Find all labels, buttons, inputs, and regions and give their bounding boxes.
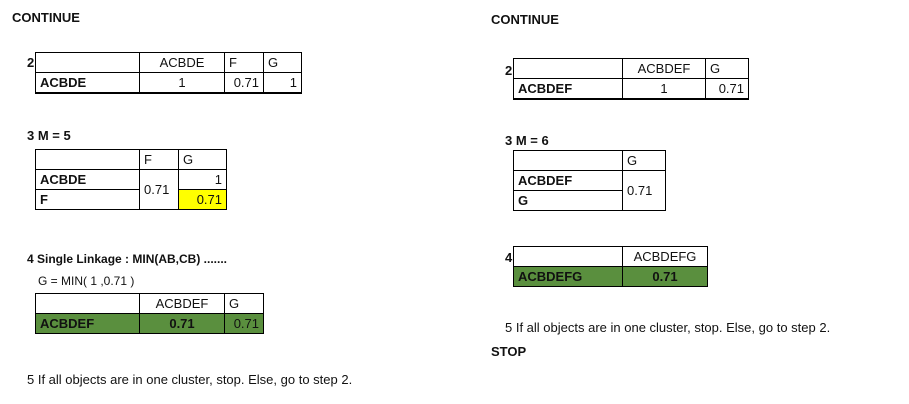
left-step4-table: ACBDEF G ACBDEF 0.71 0.71	[35, 293, 264, 334]
cell-value: 1	[263, 72, 302, 94]
cell-value: 1	[139, 72, 225, 94]
left-step4-formula: G = MIN( 1 ,0.71 )	[38, 274, 135, 288]
cell-value: 0.71	[139, 313, 225, 334]
right-step3-label: 3 M = 6	[505, 133, 549, 148]
cell-value: 1	[622, 78, 706, 100]
right-heading: CONTINUE	[491, 12, 559, 27]
cell-value: 0.71	[705, 78, 749, 100]
col-header: G	[705, 58, 749, 79]
empty-cell	[513, 58, 623, 79]
left-step3-table: F G ACBDE 0.71 1 F 0.71	[35, 149, 227, 210]
col-header: G	[622, 150, 666, 171]
cell-value: 0.71	[622, 266, 708, 287]
row-label: ACBDEFG	[513, 266, 623, 287]
right-stop-label: STOP	[491, 344, 527, 359]
right-step5-text: 5 If all objects are in one cluster, sto…	[505, 320, 831, 335]
empty-cell	[513, 150, 623, 171]
left-step2-table: ACBDE F G ACBDE 1 0.71 1	[35, 52, 302, 94]
right-step2-number: 2	[505, 63, 513, 78]
row-label: F	[35, 189, 140, 210]
row-label: G	[513, 190, 623, 211]
cell-value: 0.71	[224, 313, 264, 334]
left-step3-label: 3 M = 5	[27, 128, 71, 143]
merged-value: 0.71	[622, 170, 666, 211]
row-label: ACBDE	[35, 169, 140, 190]
col-header: G	[178, 149, 227, 170]
col-header: ACBDEFG	[622, 246, 708, 267]
left-heading: CONTINUE	[12, 10, 80, 25]
empty-cell	[35, 293, 140, 314]
col-header: F	[224, 52, 264, 73]
right-step2-table: ACBDEF G ACBDEF 1 0.71	[513, 58, 749, 100]
empty-cell	[35, 149, 140, 170]
col-header: G	[263, 52, 302, 73]
right-step4-table: ACBDEFG ACBDEFG 0.71	[513, 246, 708, 287]
right-step3-table: G ACBDEF 0.71 G	[513, 150, 666, 211]
row-label: ACBDEF	[35, 313, 140, 334]
row-label: ACBDEF	[513, 170, 623, 191]
left-step4-label: 4 Single Linkage : MIN(AB,CB) .......	[27, 252, 228, 266]
col-header: ACBDEF	[622, 58, 706, 79]
cell-value: 1	[178, 169, 227, 190]
highlighted-min-value: 0.71	[178, 189, 227, 210]
right-step4-number: 4	[505, 250, 513, 265]
col-header: ACBDEF	[139, 293, 225, 314]
row-label: ACBDEF	[513, 78, 623, 100]
left-step2-number: 2	[27, 55, 35, 70]
left-step5-text: 5 If all objects are in one cluster, sto…	[27, 372, 353, 387]
col-header: F	[139, 149, 179, 170]
empty-cell	[35, 52, 140, 73]
col-header: G	[224, 293, 264, 314]
cell-value: 0.71	[224, 72, 264, 94]
empty-cell	[513, 246, 623, 267]
col-header: ACBDE	[139, 52, 225, 73]
row-label: ACBDE	[35, 72, 140, 94]
merged-value: 0.71	[139, 169, 179, 210]
